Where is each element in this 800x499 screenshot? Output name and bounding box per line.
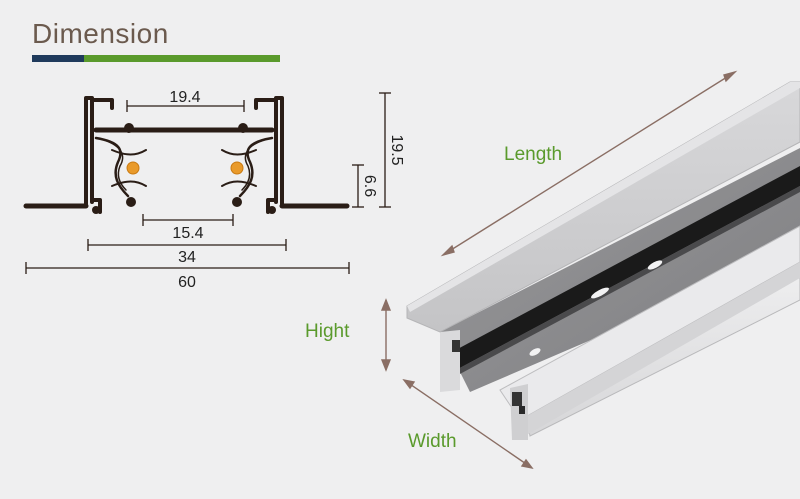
measure-arrows xyxy=(380,70,738,470)
dim-body-width: 34 xyxy=(178,249,196,266)
left-copper-contact xyxy=(126,161,140,175)
right-top-lip xyxy=(254,98,278,110)
left-top-lip xyxy=(90,98,114,110)
width-label: Width xyxy=(408,431,457,452)
left-outer-wall xyxy=(84,96,94,208)
right-outer-wall xyxy=(274,96,284,208)
page-title: Dimension xyxy=(32,18,169,49)
track-rail-render xyxy=(406,81,800,440)
cross-section-profile xyxy=(23,96,350,214)
length-label: Length xyxy=(504,144,562,165)
height-label: Hight xyxy=(305,321,350,342)
title-underline-green xyxy=(84,55,280,62)
title-underline-navy xyxy=(32,55,84,62)
dim-lower-height: 6.6 xyxy=(361,175,378,197)
dim-total-height: 19.5 xyxy=(388,134,405,165)
dim-inner-bottom-width: 15.4 xyxy=(172,225,203,242)
title-underline xyxy=(32,55,280,62)
dim-flange-width: 60 xyxy=(178,274,196,291)
right-copper-contact xyxy=(230,161,244,175)
dim-inner-top-width: 19.4 xyxy=(169,89,200,106)
dimension-lines xyxy=(25,92,391,274)
